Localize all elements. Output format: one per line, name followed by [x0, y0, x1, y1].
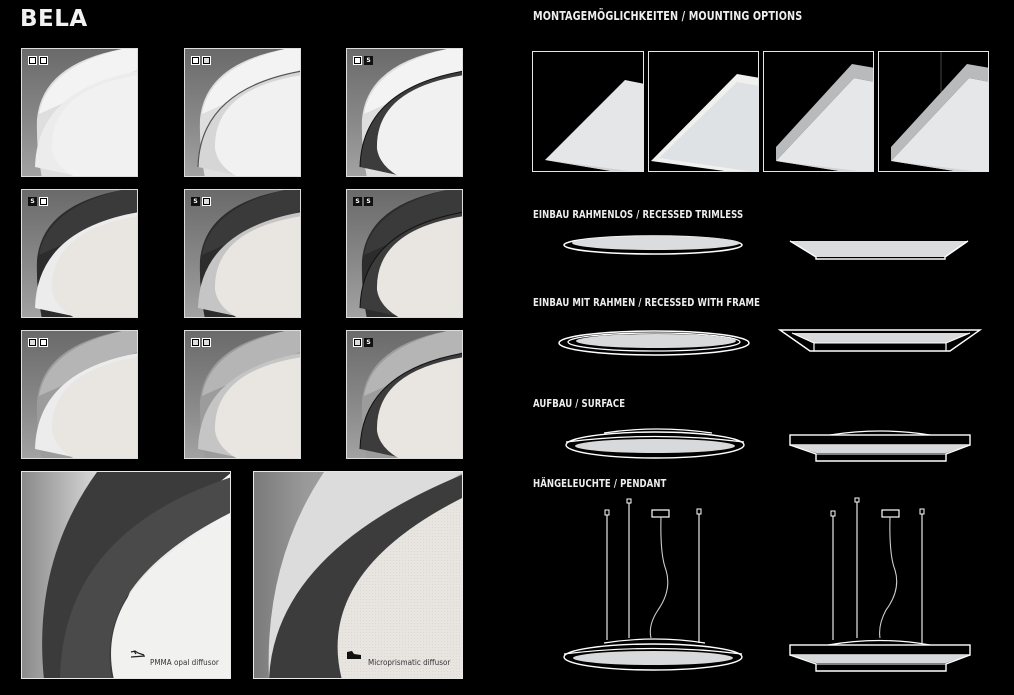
mounting-photo-recessed-trimless: [532, 51, 644, 172]
luminaire-ring-render: [359, 190, 462, 317]
mounting-options-heading: MONTAGEMÖGLICHKEITEN / MOUNTING OPTIONS: [533, 8, 803, 23]
swatch-tile-black-silver: S: [184, 189, 301, 318]
pmma-luminaire-closeup: [22, 472, 230, 678]
recessed-frame-round-drawing: [558, 330, 750, 356]
recessed-trimless-round-drawing: [563, 235, 743, 255]
finish-badge-white-icon: [28, 56, 37, 65]
finish-badge-silver-icon: [353, 338, 362, 347]
finish-badge-black-icon: S: [364, 197, 373, 206]
finish-badge-silver-icon: [202, 338, 211, 347]
pendant-square-drawing: [789, 497, 971, 672]
finish-badge-black-icon: S: [364, 338, 373, 347]
page-title: BELA: [20, 6, 88, 32]
diffuser-caption-pmma: PMMA opal diffusor: [130, 650, 230, 667]
finish-badge-silver-icon: [202, 197, 211, 206]
swatch-tile-black-white: S: [21, 189, 138, 318]
swatch-tile-silver-silver: [184, 330, 301, 459]
microprismatic-diffuser-icon: [347, 651, 361, 659]
recessed-trimless-square-drawing: [789, 240, 969, 260]
section-surface-label: AUFBAU / SURFACE: [533, 397, 626, 410]
luminaire-ring-render: [359, 49, 462, 176]
swatch-tile-silver-white: [21, 330, 138, 459]
luminaire-ring-render: [35, 190, 137, 317]
recessed-frame-square-drawing: [778, 329, 983, 352]
opal-diffuser-icon: [130, 650, 146, 658]
finish-badge-black-icon: S: [28, 197, 37, 206]
luminaire-ring-render: [198, 331, 300, 458]
finish-badge-white-icon: [39, 197, 48, 206]
finish-badge-black-icon: S: [364, 56, 373, 65]
mounting-photo-pendant: [878, 51, 989, 172]
finish-badge-white-icon: [353, 56, 362, 65]
diffuser-caption-microprismatic: Microprismatic diffusor: [347, 650, 462, 667]
finish-badge-black-icon: S: [191, 197, 200, 206]
section-recessed-trimless-label: EINBAU RAHMENLOS / RECESSED TRIMLESS: [533, 208, 744, 221]
swatch-tile-white-black: S: [346, 48, 463, 177]
swatch-tile-silver-black: S: [346, 330, 463, 459]
finish-badge-white-icon: [39, 338, 48, 347]
finish-badge-black-icon: S: [353, 197, 362, 206]
finish-badge-silver-icon: [28, 338, 37, 347]
mounting-photo-recessed-frame: [648, 51, 759, 172]
microprismatic-luminaire-closeup: [254, 472, 462, 678]
diffuser-tile-microprismatic: Microprismatic diffusor: [253, 471, 463, 679]
swatch-tile-white-silver-line: [184, 48, 301, 177]
luminaire-ring-render: [197, 49, 300, 176]
finish-badge-white-icon: [39, 56, 48, 65]
surface-round-drawing: [565, 428, 745, 459]
luminaire-ring-render: [359, 331, 462, 458]
luminaire-ring-render: [198, 190, 300, 317]
section-recessed-frame-label: EINBAU MIT RAHMEN / RECESSED WITH FRAME: [533, 296, 761, 309]
mounting-photo-surface: [763, 51, 874, 172]
swatch-tile-white-white: [21, 48, 138, 177]
finish-badge-white-icon: [191, 56, 200, 65]
section-pendant-label: HÄNGELEUCHTE / PENDANT: [533, 477, 667, 490]
pendant-round-drawing: [563, 498, 743, 671]
diffuser-tile-pmma: PMMA opal diffusor: [21, 471, 231, 679]
finish-badge-silver-icon: [191, 338, 200, 347]
luminaire-ring-render: [35, 331, 137, 458]
surface-square-drawing: [789, 430, 971, 462]
finish-badge-silver-icon: [202, 56, 211, 65]
luminaire-ring-render: [35, 49, 137, 176]
